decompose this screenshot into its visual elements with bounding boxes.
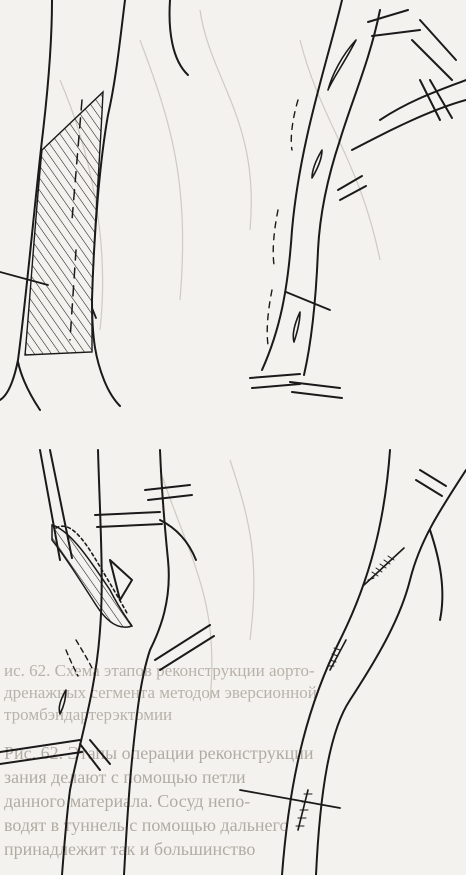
panel-3 [0,450,214,875]
panel-4 [240,450,466,875]
panel-1 [0,0,188,410]
panel-2 [250,0,466,398]
